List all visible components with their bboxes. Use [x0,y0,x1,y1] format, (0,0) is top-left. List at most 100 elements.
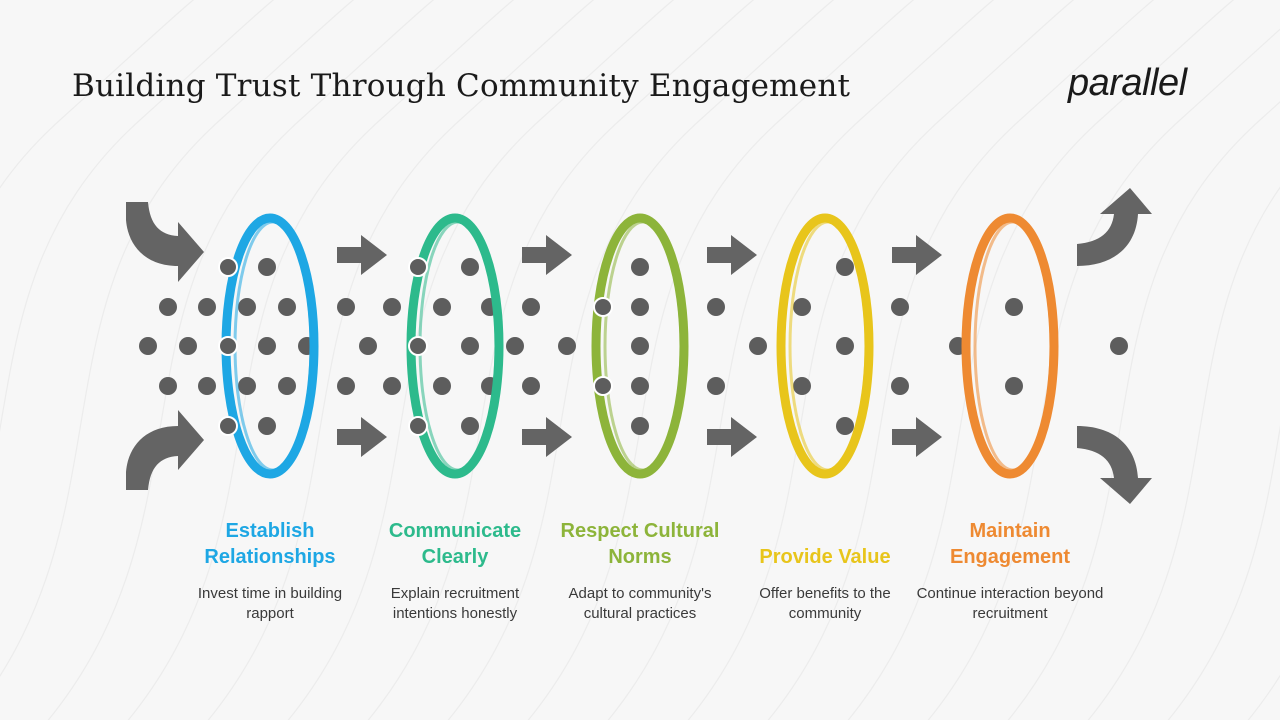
particle-dot [218,336,238,356]
step-description: Adapt to community's cultural practices [568,585,712,622]
particle-dot [359,337,377,355]
particle-dot [238,377,256,395]
particle-dot [238,298,256,316]
step-title: Respect Cultural Norms [560,520,720,568]
particle-dot [383,298,401,316]
page-title: Building Trust Through Community Engagem… [72,68,851,104]
particle-dot [793,377,811,395]
step-description: Explain recruitment intentions honestly [390,585,520,622]
background-line [0,0,355,677]
curved-arrow [126,202,204,282]
background-line [1087,186,1280,720]
particle-dot [433,298,451,316]
particle-dot [1005,298,1023,316]
particle-dot [558,337,576,355]
step-title: Provide Value [759,546,891,568]
filter-ring [961,213,1059,479]
particle-dot [836,258,854,276]
curved-arrow [1077,188,1152,266]
particle-dot [891,298,909,316]
particle-dot [749,337,767,355]
background-line [0,0,275,433]
particle-dot [179,337,197,355]
filter-ring [776,213,874,479]
background-line [847,0,1235,720]
filter-ring [591,213,689,479]
step-establish-relationships: Establish Relationships Invest time in b… [175,518,365,624]
flow-arrow [337,235,387,275]
background-line [127,0,515,720]
particle-dot [408,257,428,277]
step-description: Offer benefits to the community [759,585,891,622]
step-maintain-engagement: Maintain Engagement Continue interaction… [915,518,1105,624]
particle-dot [593,297,613,317]
particle-dot [522,298,540,316]
background-line [47,0,435,720]
particle-dot [1005,377,1023,395]
flow-arrow [892,417,942,457]
background-line [927,28,1280,720]
step-description: Continue interaction beyond recruitment [916,585,1104,622]
background-line [207,0,595,720]
particle-dot [631,258,649,276]
step-communicate-clearly: Communicate Clearly Explain recruitment … [360,518,550,624]
particle-dot [707,298,725,316]
background-line [527,0,915,720]
particle-dot [522,377,540,395]
particle-dot [218,416,238,436]
flow-arrow [522,235,572,275]
flow-arrow [707,235,757,275]
step-description: Invest time in building rapport [197,585,343,622]
particle-dot [218,257,238,277]
arrow-layer [126,188,1152,504]
step-provide-value: Provide Value Offer benefits to the comm… [730,518,920,624]
particle-dot [836,337,854,355]
particle-dot [258,258,276,276]
particle-dot [631,337,649,355]
step-title: Communicate Clearly [388,520,522,568]
particle-dot [383,377,401,395]
background-line [1007,101,1280,720]
background-line [687,0,1075,720]
particle-layer-front [218,257,613,436]
particle-dot [461,258,479,276]
particle-dot [461,417,479,435]
particle-dot [198,377,216,395]
particle-dot [593,376,613,396]
particle-dot [337,377,355,395]
particle-dot [707,377,725,395]
curved-arrow [126,410,204,490]
particle-dot [631,298,649,316]
particle-dot [793,298,811,316]
particle-dot [139,337,157,355]
flow-arrow [707,417,757,457]
particle-dot [461,337,479,355]
flow-arrow [522,417,572,457]
particle-dot [198,298,216,316]
particle-dot [258,417,276,435]
background-line [447,0,835,720]
particle-dot [159,377,177,395]
particle-dot [337,298,355,316]
particle-dot [278,298,296,316]
particle-dot [891,377,909,395]
particle-dot [278,377,296,395]
particle-dot [159,298,177,316]
background-line [607,0,995,720]
background-line [0,0,195,189]
background-line [367,0,755,720]
brand-logo: parallel [1068,62,1187,104]
particle-dot [1110,337,1128,355]
flow-arrow [337,417,387,457]
curved-arrow [1077,426,1152,504]
particle-dot [408,416,428,436]
particle-dot [433,377,451,395]
particle-dot [836,417,854,435]
step-title: Maintain Engagement [949,520,1071,568]
particle-dot [506,337,524,355]
flow-arrow [892,235,942,275]
step-respect-cultural-norms: Respect Cultural Norms Adapt to communit… [545,518,735,624]
